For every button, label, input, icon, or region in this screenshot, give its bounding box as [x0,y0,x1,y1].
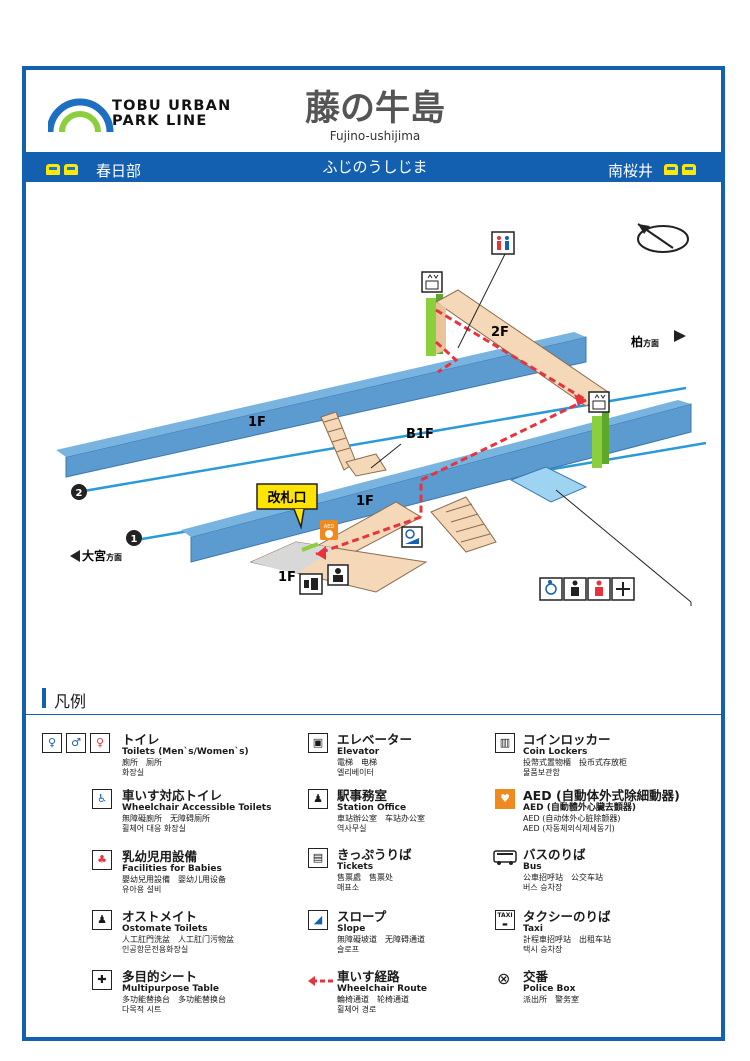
arrow-left-icon [70,550,80,562]
north-compass-icon [637,223,689,253]
aed-icon-map: AED [320,520,338,540]
wheelchair-toilet-icon [539,577,563,601]
station-office-legend-icon: ♟ [308,789,328,809]
toilet-men-icon: ♂ [66,733,86,753]
direction-bar [26,152,721,182]
label-1f-lower: 1F [356,494,374,509]
tobu-logo-icon [48,98,114,133]
label-2f: 2F [491,325,509,340]
label-b1f: B1F [406,427,434,442]
track-2-badge [71,484,87,500]
legend-title: 凡例 [54,692,87,711]
left-direction: 春日部 [96,162,142,180]
baby-facility-icon [587,577,611,601]
direction-kashiwa: 柏方面 [631,334,659,349]
station-office-icon-map [327,564,349,586]
ticket-icon-map [299,573,323,595]
train-icon [46,164,60,175]
track-1-badge [126,530,142,546]
wheelchair-route [315,308,587,556]
legend-divider [26,714,721,715]
aed-legend-icon: ♥ [495,789,515,809]
legend-title-accent [42,688,46,708]
coin-locker-legend-icon: ▥ [495,733,515,753]
svg-text:2: 2 [76,488,83,499]
label-1f-upper: 1F [248,415,266,430]
multipurpose-legend-icon: ✚ [92,970,112,990]
ostomate-legend-icon: ♟ [92,910,112,930]
svg-text:AED: AED [324,524,335,530]
train-icon [64,164,78,175]
station-romanized: Fujino-ushijima [329,129,421,143]
toilet-icon-2f [491,231,515,255]
arrow-right-icon [674,330,686,342]
brand-line-2: PARK LINE [112,113,208,129]
right-direction: 南桜井 [608,162,654,180]
ticket-gate-label: 改札口 [267,490,306,506]
station-map: 2F 1F 1F 1F B1F 改札口 柏方面 大宮方面 1 2 AED [56,223,707,606]
toilet-icon: ♀ [42,733,62,753]
bus-legend-icon [493,850,517,865]
b1f-passage [345,453,387,477]
brand-name: TOBU URBAN PARK LINE [112,99,231,129]
elevator-shaft-upper [426,298,436,356]
elevator-shaft-lower [592,416,602,468]
ticket-gate-callout [256,483,318,510]
elevator-icon-upper [421,271,443,293]
brand-line-1: TOBU URBAN [112,98,232,114]
elevator-icon-lower [588,391,610,413]
ticket-gate-icon [301,542,319,552]
station-name: 藤の牛島 [304,89,445,129]
toilet-women-icon: ♀ [90,733,110,753]
ostomate-icon [563,577,587,601]
taxi-legend-icon: TAXI▬ [495,910,515,930]
station-kana: ふじのうしじま [322,158,428,176]
slope-legend-icon: ◢ [308,910,328,930]
police-box-icon: ⊗ [497,969,511,988]
direction-omiya: 大宮方面 [82,548,122,563]
label-1f-gate: 1F [278,570,296,585]
wheelchair-route-legend-icon [308,976,334,986]
ticket-legend-icon: ▤ [308,848,328,868]
legend-item-aed: AED (自動体外式除細動器)AED (自動體外心臟去顫器) AED (自动体外… [523,788,680,834]
multipurpose-table-icon [611,577,635,601]
elevator-legend-icon: ▣ [308,733,328,753]
platform-lower [190,403,692,563]
train-icon [664,164,678,175]
baby-icon: ♣ [92,850,112,870]
svg-text:1: 1 [131,534,138,545]
stairs-icon [323,417,351,453]
toilet-block [509,466,588,503]
slope-icon-map [401,526,423,548]
train-icon [682,164,696,175]
wheelchair-icon: ♿ [92,789,112,809]
